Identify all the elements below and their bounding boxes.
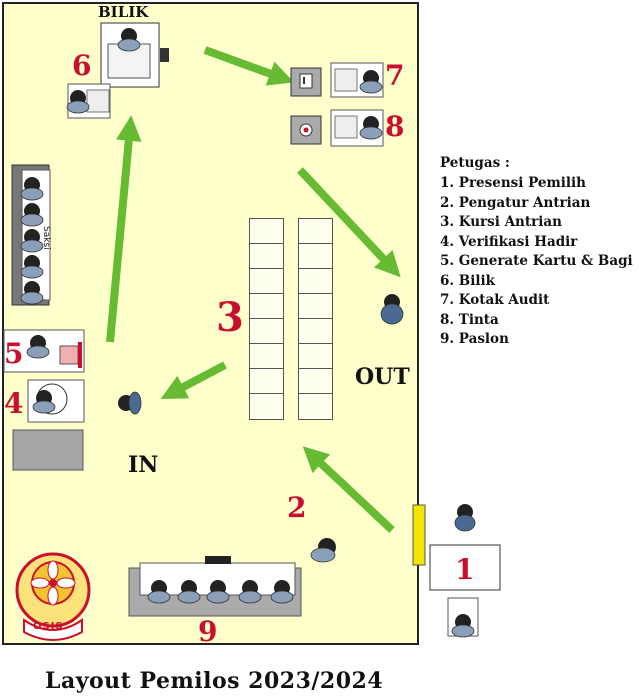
presence-station — [429, 504, 501, 638]
grey-table — [12, 429, 84, 471]
station-number-5: 5 — [4, 337, 24, 370]
entrance-door — [412, 504, 426, 566]
ink-station — [290, 109, 384, 147]
candidate-table — [128, 556, 302, 617]
osis-logo — [15, 552, 91, 641]
queue-chairs-left — [249, 218, 284, 420]
legend-item: 7. Kotak Audit — [440, 292, 550, 308]
flow-arrows — [106, 46, 401, 533]
arrow-in-to-bilik — [106, 115, 142, 343]
station-number-9: 9 — [198, 615, 218, 648]
queue-officer — [310, 538, 336, 563]
witness-table — [11, 164, 51, 306]
attendance-verify-station — [27, 379, 85, 423]
legend-item: 4. Verifikasi Hadir — [440, 233, 578, 250]
osis-logo-text: OSIS — [33, 621, 64, 632]
voter-in — [118, 391, 142, 415]
bilik-label: BILIK — [98, 3, 149, 21]
station-number-6: 6 — [72, 49, 92, 82]
arrow-ink-to-out — [297, 167, 401, 278]
station-number-8: 8 — [385, 110, 405, 143]
legend-item: 8. Tinta — [440, 311, 499, 328]
arrow-bilik-to-audit — [203, 46, 295, 86]
card-generate-station — [3, 329, 85, 373]
legend-item: 6. Bilik — [440, 272, 495, 289]
queue-chairs-right — [298, 218, 333, 420]
legend-item: 3. Kursi Antrian — [440, 214, 562, 230]
legend-item: 5. Generate Kartu & Bagi — [440, 253, 633, 269]
legend-item: 9. Paslon — [440, 331, 509, 347]
booth-officer-desk — [66, 83, 111, 119]
voting-booth — [100, 22, 169, 88]
audit-box-station — [290, 62, 384, 98]
station-number-3: 3 — [216, 294, 244, 341]
officer-legend: Petugas : 1. Presensi Pemilih 2. Pengatu… — [440, 155, 633, 350]
arrow-entry-to-queue — [302, 446, 395, 533]
station-number-1: 1 — [455, 553, 475, 586]
station-number-2: 2 — [287, 491, 307, 524]
layout-title: Layout Pemilos 2023/2024 — [45, 668, 384, 694]
in-label: IN — [128, 452, 159, 478]
legend-item: 2. Pengatur Antrian — [440, 194, 591, 211]
arrow-queue-to-in — [160, 361, 227, 399]
saksi-label: Saksi — [41, 226, 51, 250]
out-label: OUT — [355, 364, 410, 390]
legend-title: Petugas : — [440, 155, 510, 171]
station-number-7: 7 — [385, 59, 405, 92]
station-number-4: 4 — [4, 387, 24, 420]
legend-item: 1. Presensi Pemilih — [440, 175, 586, 191]
voter-out — [380, 294, 404, 325]
